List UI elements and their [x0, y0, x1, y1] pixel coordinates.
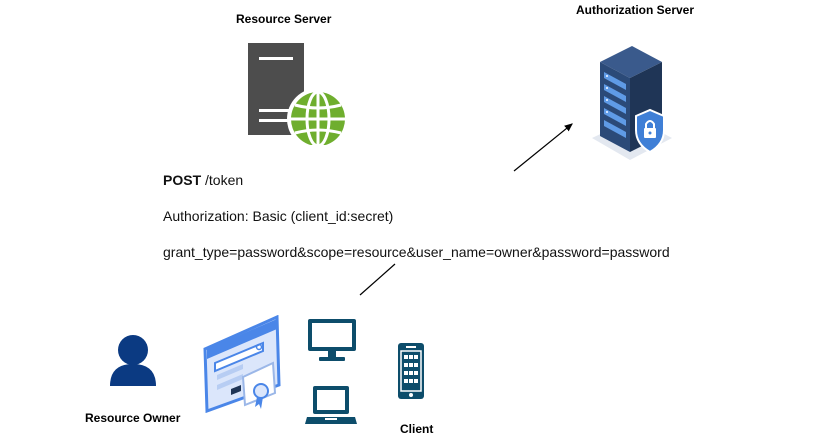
- request-arrow: [513, 123, 573, 172]
- resource-server-label: Resource Server: [236, 12, 332, 26]
- request-path: /token: [201, 172, 244, 188]
- desktop-monitor-icon: [307, 318, 357, 362]
- resource-owner-label: Resource Owner: [85, 411, 181, 425]
- browser-certificate-icon: [203, 315, 283, 413]
- client-label: Client: [400, 422, 434, 436]
- mobile-phone-icon: [398, 343, 424, 399]
- secure-server-rack-icon: [590, 42, 674, 172]
- client-connector-line: [359, 263, 396, 296]
- request-body: grant_type=password&scope=resource&user_…: [163, 244, 670, 260]
- request-line: POST /token: [163, 172, 243, 188]
- authorization-header: Authorization: Basic (client_id:secret): [163, 208, 394, 224]
- http-method: POST: [163, 172, 202, 188]
- server-globe-icon: [248, 43, 352, 145]
- user-icon: [108, 334, 158, 386]
- laptop-icon: [305, 385, 357, 425]
- authorization-server-label: Authorization Server: [576, 3, 695, 17]
